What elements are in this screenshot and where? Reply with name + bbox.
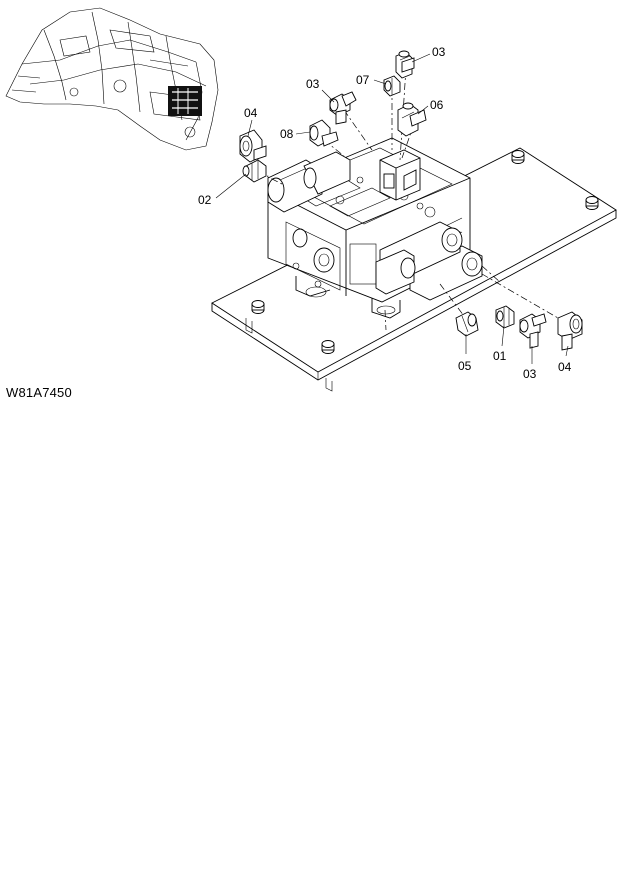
callout-03-lower: 03: [523, 367, 537, 381]
spool-cap: [409, 245, 483, 301]
fitting-05: [455, 311, 479, 337]
mounting-bolt: [511, 150, 525, 164]
spool-cap: [303, 151, 351, 195]
spool-cap: [375, 249, 416, 295]
adapter-fitting-01: [495, 305, 515, 329]
callout-05: 05: [458, 359, 472, 373]
mounting-bolt: [321, 340, 335, 354]
machine-locator-inset: [5, 7, 219, 151]
figure-id-label: W81A7450: [6, 385, 72, 400]
elbow-fitting-04-right: [557, 311, 583, 351]
elbow-fitting-04-left: [239, 129, 267, 163]
elbow-fitting-03-lower: [519, 313, 547, 349]
leader-lines: [215, 53, 569, 364]
callout-07: 07: [356, 73, 370, 87]
elbow-fitting-03-top: [395, 50, 415, 79]
mounting-bolt: [585, 196, 599, 210]
callout-06: 06: [430, 98, 444, 112]
tee-fitting-06: [397, 102, 427, 137]
callout-03-upper: 03: [306, 77, 320, 91]
elbow-fitting-03-upper: [329, 91, 357, 125]
callout-04-right: 04: [558, 360, 572, 374]
callout-08: 08: [280, 127, 294, 141]
adapter-fitting-02: [242, 159, 267, 183]
callout-04-left: 04: [244, 106, 258, 120]
solenoid-block: [379, 149, 421, 201]
callout-01: 01: [493, 349, 507, 363]
highlighted-valve-region: [168, 86, 202, 116]
callout-03-top: 03: [432, 45, 446, 59]
control-valve-body: [267, 137, 483, 319]
fitting-07: [383, 75, 401, 97]
elbow-fitting-08: [309, 119, 339, 147]
callout-02: 02: [198, 193, 212, 207]
mounting-bolt: [251, 300, 265, 314]
